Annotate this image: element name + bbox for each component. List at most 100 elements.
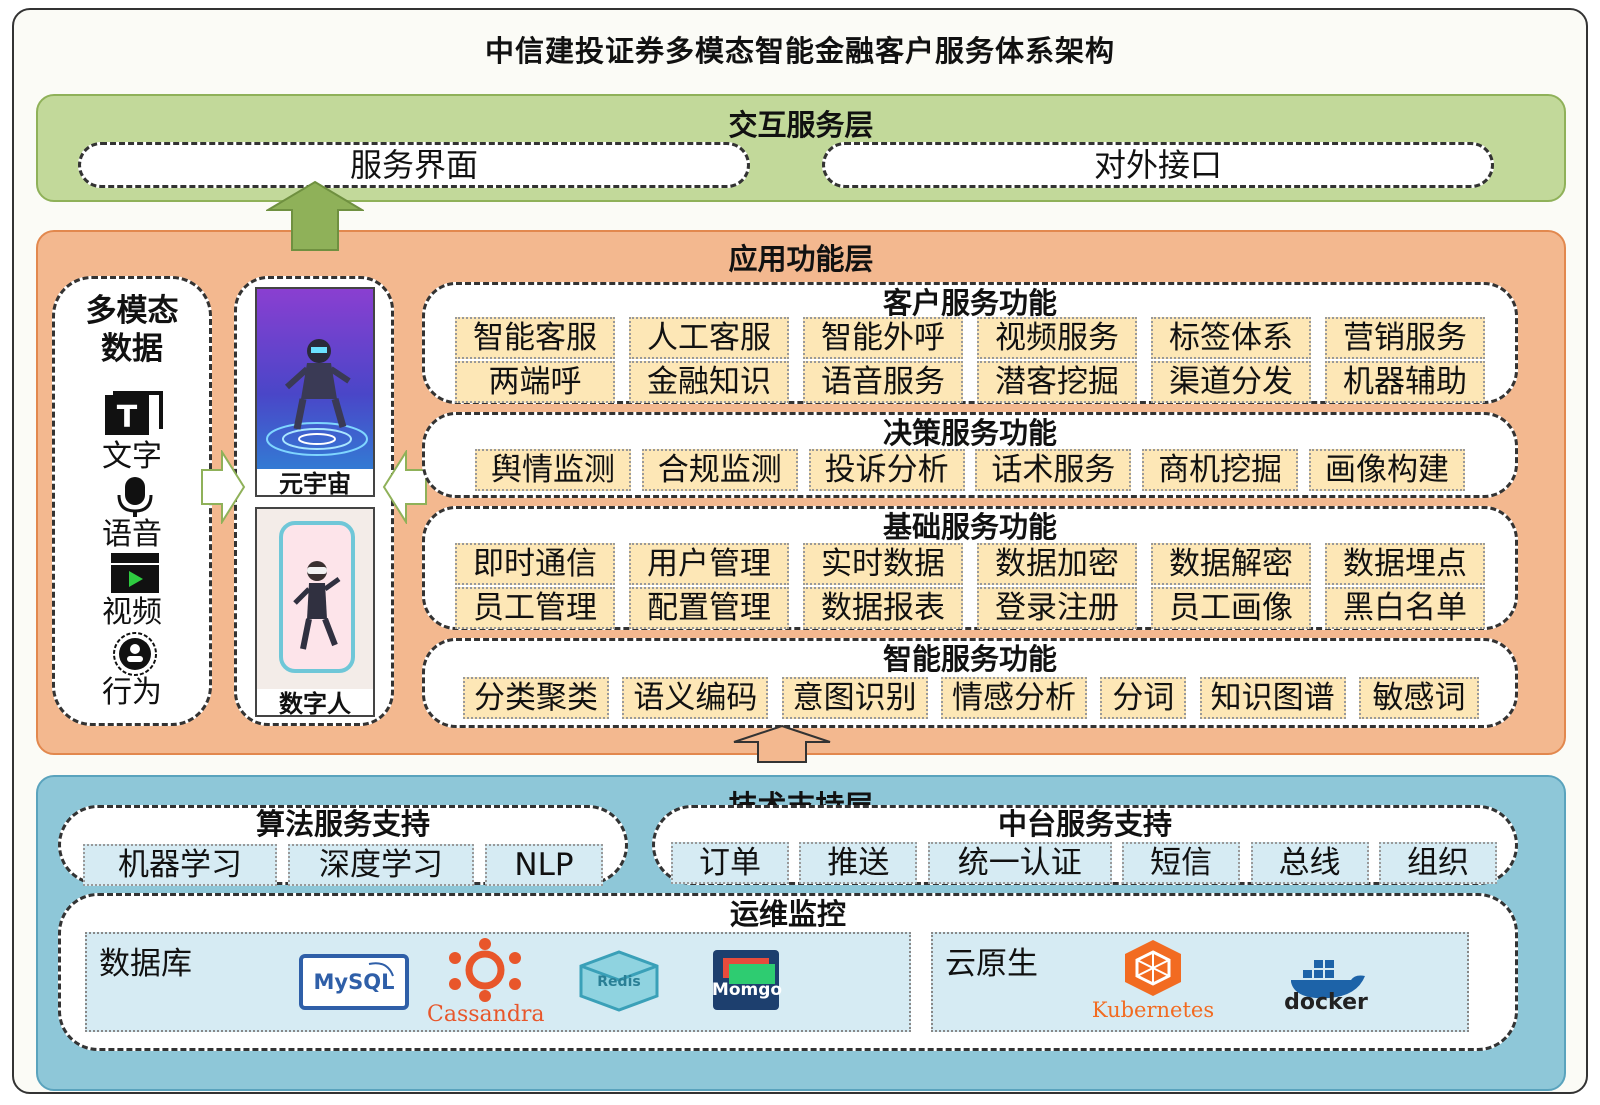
arrow-right-icon	[201, 450, 246, 524]
function-chip: 渠道分发	[1151, 361, 1311, 403]
technology-layer: 技术支持层 算法服务支持 机器学习 深度学习 NLP 中台服务支持 订单 推送 …	[36, 775, 1566, 1091]
mysql-logo-label: MySQL	[313, 970, 395, 994]
middle-platform-title: 中台服务支持	[997, 807, 1172, 841]
algorithm-support-row: 机器学习 深度学习 NLP	[83, 844, 603, 886]
function-chip: 实时数据	[803, 543, 963, 585]
tech-chip: 总线	[1250, 842, 1369, 884]
diagram-title: 中信建投证券多模态智能金融客户服务体系架构	[484, 34, 1115, 68]
avatar-column-box: 元宇宙 数字人	[234, 276, 394, 726]
function-chip: 分类聚类	[463, 677, 609, 719]
docker-logo-label: docker	[1284, 990, 1368, 1015]
function-chip: 智能客服	[455, 317, 615, 359]
mongo-logo-icon	[713, 950, 779, 1010]
ops-monitoring-title: 运维监控	[729, 897, 846, 931]
tech-chip: NLP	[485, 844, 603, 886]
function-chip: 投诉分析	[808, 449, 965, 491]
service-interface: 服务界面	[78, 142, 750, 188]
function-chip: 员工画像	[1151, 587, 1311, 629]
tech-chip: 短信	[1122, 842, 1241, 884]
function-chip: 配置管理	[629, 587, 789, 629]
application-layer-title: 应用功能层	[728, 242, 874, 276]
function-chip: 语义编码	[622, 677, 769, 719]
function-chip: 合规监测	[641, 449, 798, 491]
function-chip: 画像构建	[1308, 449, 1465, 491]
function-chip: 敏感词	[1358, 677, 1479, 719]
mysql-logo-icon	[299, 954, 409, 1010]
interaction-layer-title: 交互服务层	[728, 108, 874, 142]
basic-service-row-1: 即时通信 用户管理 实时数据 数据加密 数据解密 数据埋点	[455, 543, 1485, 585]
function-chip: 机器辅助	[1325, 361, 1485, 403]
arrow-up-icon	[733, 724, 831, 763]
database-panel: 数据库 MySQL Cassandra Redis	[85, 932, 911, 1032]
microphone-icon	[117, 477, 153, 517]
function-chip: 数据埋点	[1325, 543, 1485, 585]
function-chip: 登录注册	[977, 587, 1137, 629]
intelligent-service-row: 分类聚类 语义编码 意图识别 情感分析 分词 知识图谱 敏感词	[463, 677, 1479, 719]
behavior-icon	[113, 632, 157, 676]
function-chip: 情感分析	[940, 677, 1087, 719]
ops-monitoring-group: 运维监控 数据库 MySQL Cassandra R	[58, 893, 1518, 1051]
decision-service-group: 决策服务功能 舆情监测 合规监测 投诉分析 话术服务 商机挖掘 画像构建	[422, 412, 1518, 498]
algorithm-support-group: 算法服务支持 机器学习 深度学习 NLP	[58, 805, 628, 886]
function-chip: 知识图谱	[1199, 677, 1346, 719]
tech-chip: 统一认证	[927, 842, 1112, 884]
redis-logo-label: Redis	[597, 974, 641, 990]
function-chip: 意图识别	[781, 677, 928, 719]
customer-service-title: 客户服务功能	[882, 286, 1057, 320]
multimodal-item-behavior: 行为	[102, 675, 162, 710]
text-icon: T	[105, 391, 163, 435]
tech-chip: 推送	[799, 842, 918, 884]
basic-service-title: 基础服务功能	[882, 510, 1057, 544]
metaverse-image: 元宇宙	[255, 287, 375, 497]
customer-service-row-2: 两端呼 金融知识 语音服务 潜客挖掘 渠道分发 机器辅助	[455, 361, 1485, 403]
function-chip: 两端呼	[455, 361, 615, 403]
customer-service-group: 客户服务功能 智能客服 人工客服 智能外呼 视频服务 标签体系 营销服务 两端呼…	[422, 282, 1518, 404]
multimodal-item-text: 文字	[102, 439, 162, 474]
function-chip: 人工客服	[629, 317, 789, 359]
function-chip: 金融知识	[629, 361, 789, 403]
function-chip: 数据加密	[977, 543, 1137, 585]
function-chip: 黑白名单	[1325, 587, 1485, 629]
basic-service-group: 基础服务功能 即时通信 用户管理 实时数据 数据加密 数据解密 数据埋点 员工管…	[422, 506, 1518, 630]
docker-logo-icon	[1291, 960, 1365, 999]
database-title: 数据库	[99, 946, 192, 982]
function-chip: 智能外呼	[803, 317, 963, 359]
function-chip: 商机挖掘	[1142, 449, 1299, 491]
cassandra-logo-icon	[449, 938, 521, 1002]
tech-chip: 组织	[1378, 842, 1497, 884]
intelligent-service-title: 智能服务功能	[882, 642, 1057, 676]
middle-platform-row: 订单 推送 统一认证 短信 总线 组织	[671, 842, 1497, 884]
algorithm-support-title: 算法服务支持	[255, 807, 430, 841]
svg-text:T: T	[117, 400, 138, 435]
video-clapper-icon	[111, 553, 159, 593]
multimodal-data-box: 多模态 数据 T 文字 语音 视频 行为	[52, 276, 212, 726]
digital-human-label: 数字人	[257, 689, 373, 715]
basic-service-row-2: 员工管理 配置管理 数据报表 登录注册 员工画像 黑白名单	[455, 587, 1485, 629]
customer-service-row-1: 智能客服 人工客服 智能外呼 视频服务 标签体系 营销服务	[455, 317, 1485, 359]
tech-chip: 订单	[671, 842, 789, 884]
middle-platform-group: 中台服务支持 订单 推送 统一认证 短信 总线 组织	[652, 805, 1518, 885]
metaverse-illustration	[257, 289, 373, 495]
arrow-up-icon	[266, 180, 364, 251]
decision-service-row: 舆情监测 合规监测 投诉分析 话术服务 商机挖掘 画像构建	[475, 449, 1465, 491]
function-chip: 视频服务	[977, 317, 1137, 359]
digital-human-illustration	[279, 521, 355, 673]
function-chip: 潜客挖掘	[977, 361, 1137, 403]
kubernetes-logo-label: Kubernetes	[1091, 998, 1215, 1022]
mongo-logo-label: Momgo	[711, 980, 783, 1000]
function-chip: 舆情监测	[475, 449, 631, 491]
digital-human-image: 数字人	[255, 507, 375, 717]
function-chip: 营销服务	[1325, 317, 1485, 359]
function-chip: 用户管理	[629, 543, 789, 585]
multimodal-item-video: 视频	[102, 595, 162, 630]
metaverse-label: 元宇宙	[257, 469, 373, 495]
application-layer: 应用功能层 多模态 数据 T 文字 语音 视频 行为	[36, 230, 1566, 755]
tech-chip: 机器学习	[83, 844, 277, 886]
external-interface: 对外接口	[822, 142, 1494, 188]
kubernetes-logo-icon	[1125, 940, 1181, 996]
function-chip: 标签体系	[1151, 317, 1311, 359]
function-chip: 数据解密	[1151, 543, 1311, 585]
multimodal-title-line2: 数据	[101, 331, 163, 367]
cassandra-logo-label: Cassandra	[427, 1002, 545, 1027]
function-chip: 话术服务	[975, 449, 1132, 491]
